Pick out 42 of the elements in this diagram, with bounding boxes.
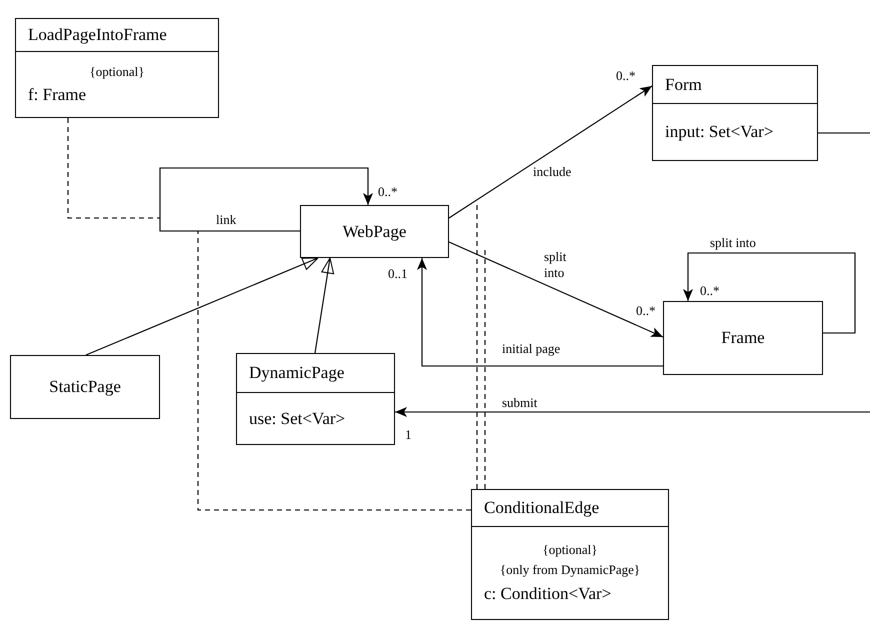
association-arrow	[395, 407, 870, 417]
association-arrow	[683, 252, 856, 334]
class-box	[15, 18, 219, 118]
class-name: WebPage	[342, 220, 406, 242]
constraint-text: {optional}	[89, 64, 145, 80]
multiplicity-label: 0..1	[388, 266, 408, 282]
multiplicity-label: 0..*	[636, 303, 656, 320]
class-box	[10, 355, 160, 419]
class-box	[300, 205, 449, 258]
class-name: ConditionalEdge	[484, 497, 600, 519]
class-box	[663, 301, 823, 375]
attribute-text: c: Condition<Var>	[484, 582, 612, 604]
generalization-arrow	[86, 258, 318, 356]
attribute-text: use: Set<Var>	[249, 408, 346, 430]
attribute-text: f: Frame	[28, 84, 88, 106]
association-arrow	[448, 242, 664, 338]
class-name: LoadPageIntoFrame	[28, 24, 167, 46]
multiplicity-label: 0..*	[616, 68, 636, 84]
class-name: Form	[665, 74, 702, 96]
edge-label: initial page	[502, 341, 560, 358]
association-line	[818, 132, 870, 134]
multiplicity-label: 1	[405, 427, 412, 444]
association-arrow	[448, 86, 652, 218]
dashed-connector	[476, 203, 478, 489]
attribute-text: input: Set<Var>	[665, 121, 774, 143]
class-name: StaticPage	[49, 376, 121, 398]
class-box	[652, 65, 818, 161]
class-box	[471, 489, 669, 620]
dashed-connector	[197, 231, 471, 511]
constraint-text: {optional}	[542, 542, 598, 558]
generalization-arrow	[314, 258, 334, 354]
dashed-connector	[484, 250, 486, 489]
multiplicity-label: 0..*	[378, 184, 398, 200]
class-box	[236, 353, 395, 445]
association-arrow	[417, 258, 663, 367]
association-arrow	[159, 167, 373, 232]
class-name: Frame	[721, 327, 765, 349]
edge-label: split into	[710, 235, 756, 252]
multiplicity-label: 0..*	[700, 283, 720, 300]
constraint-text: {only from DynamicPage}	[500, 562, 640, 579]
dashed-connector	[67, 118, 160, 219]
class-name: DynamicPage	[249, 362, 344, 384]
